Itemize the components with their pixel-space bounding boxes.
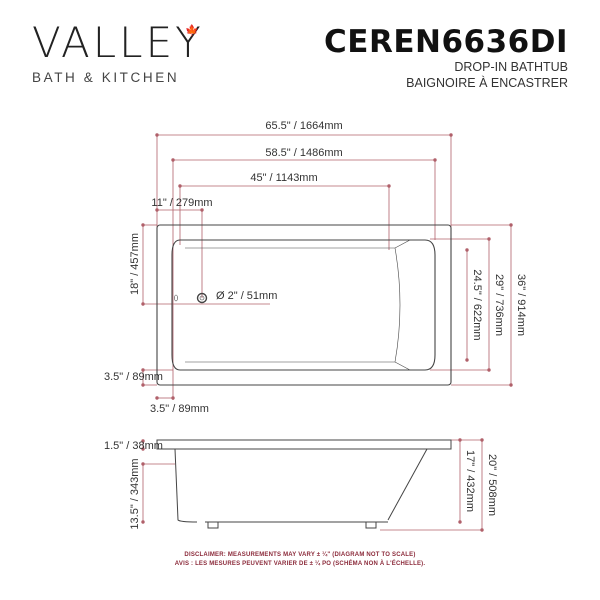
model-number: CEREN6636DI <box>324 24 568 60</box>
dim-drain-offset: 11" / 279mm <box>151 197 212 209</box>
dim-rim-end: 3.5" / 89mm <box>150 403 209 415</box>
brand-logo: VALLEY <box>32 18 204 67</box>
product-type-en: DROP-IN BATHTUB <box>454 60 568 74</box>
dimension-lines <box>141 133 513 532</box>
dim-overall-height: 20" / 508mm <box>486 454 498 516</box>
dim-overall-length: 65.5" / 1664mm <box>265 120 342 132</box>
dim-rim-side: 3.5" / 89mm <box>104 371 163 383</box>
tub-top-view <box>156 224 452 386</box>
disclaimer-en: DISCLAIMER: MEASUREMENTS MAY VARY ± ¼" (… <box>184 552 416 558</box>
dim-bottom-length: 45" / 1143mm <box>250 172 317 184</box>
product-type-fr: BAIGNOIRE À ENCASTRER <box>406 76 568 90</box>
disclaimer-fr: AVIS : LES MESURES PEUVENT VARIER DE ± ¼… <box>174 561 426 567</box>
maple-leaf-icon: 🍁 <box>185 25 199 37</box>
dim-inner-depth: 17" / 432mm <box>464 450 476 512</box>
dim-apron-depth: 13.5" / 343mm <box>129 458 141 529</box>
tub-side-view <box>156 439 452 529</box>
dim-rim-thickness: 1.5" / 38mm <box>104 440 163 452</box>
dim-bottom-width: 24.5" / 622mm <box>471 269 483 340</box>
dim-inner-length: 58.5" / 1486mm <box>265 147 342 159</box>
dim-overall-width: 36" / 914mm <box>515 274 527 336</box>
dim-drain-from-edge: 18" / 457mm <box>129 233 141 295</box>
dim-drain-diameter: Ø 2" / 51mm <box>216 290 277 302</box>
brand-tagline: BATH & KITCHEN <box>32 70 180 85</box>
dim-inner-width: 29" / 736mm <box>493 274 505 336</box>
